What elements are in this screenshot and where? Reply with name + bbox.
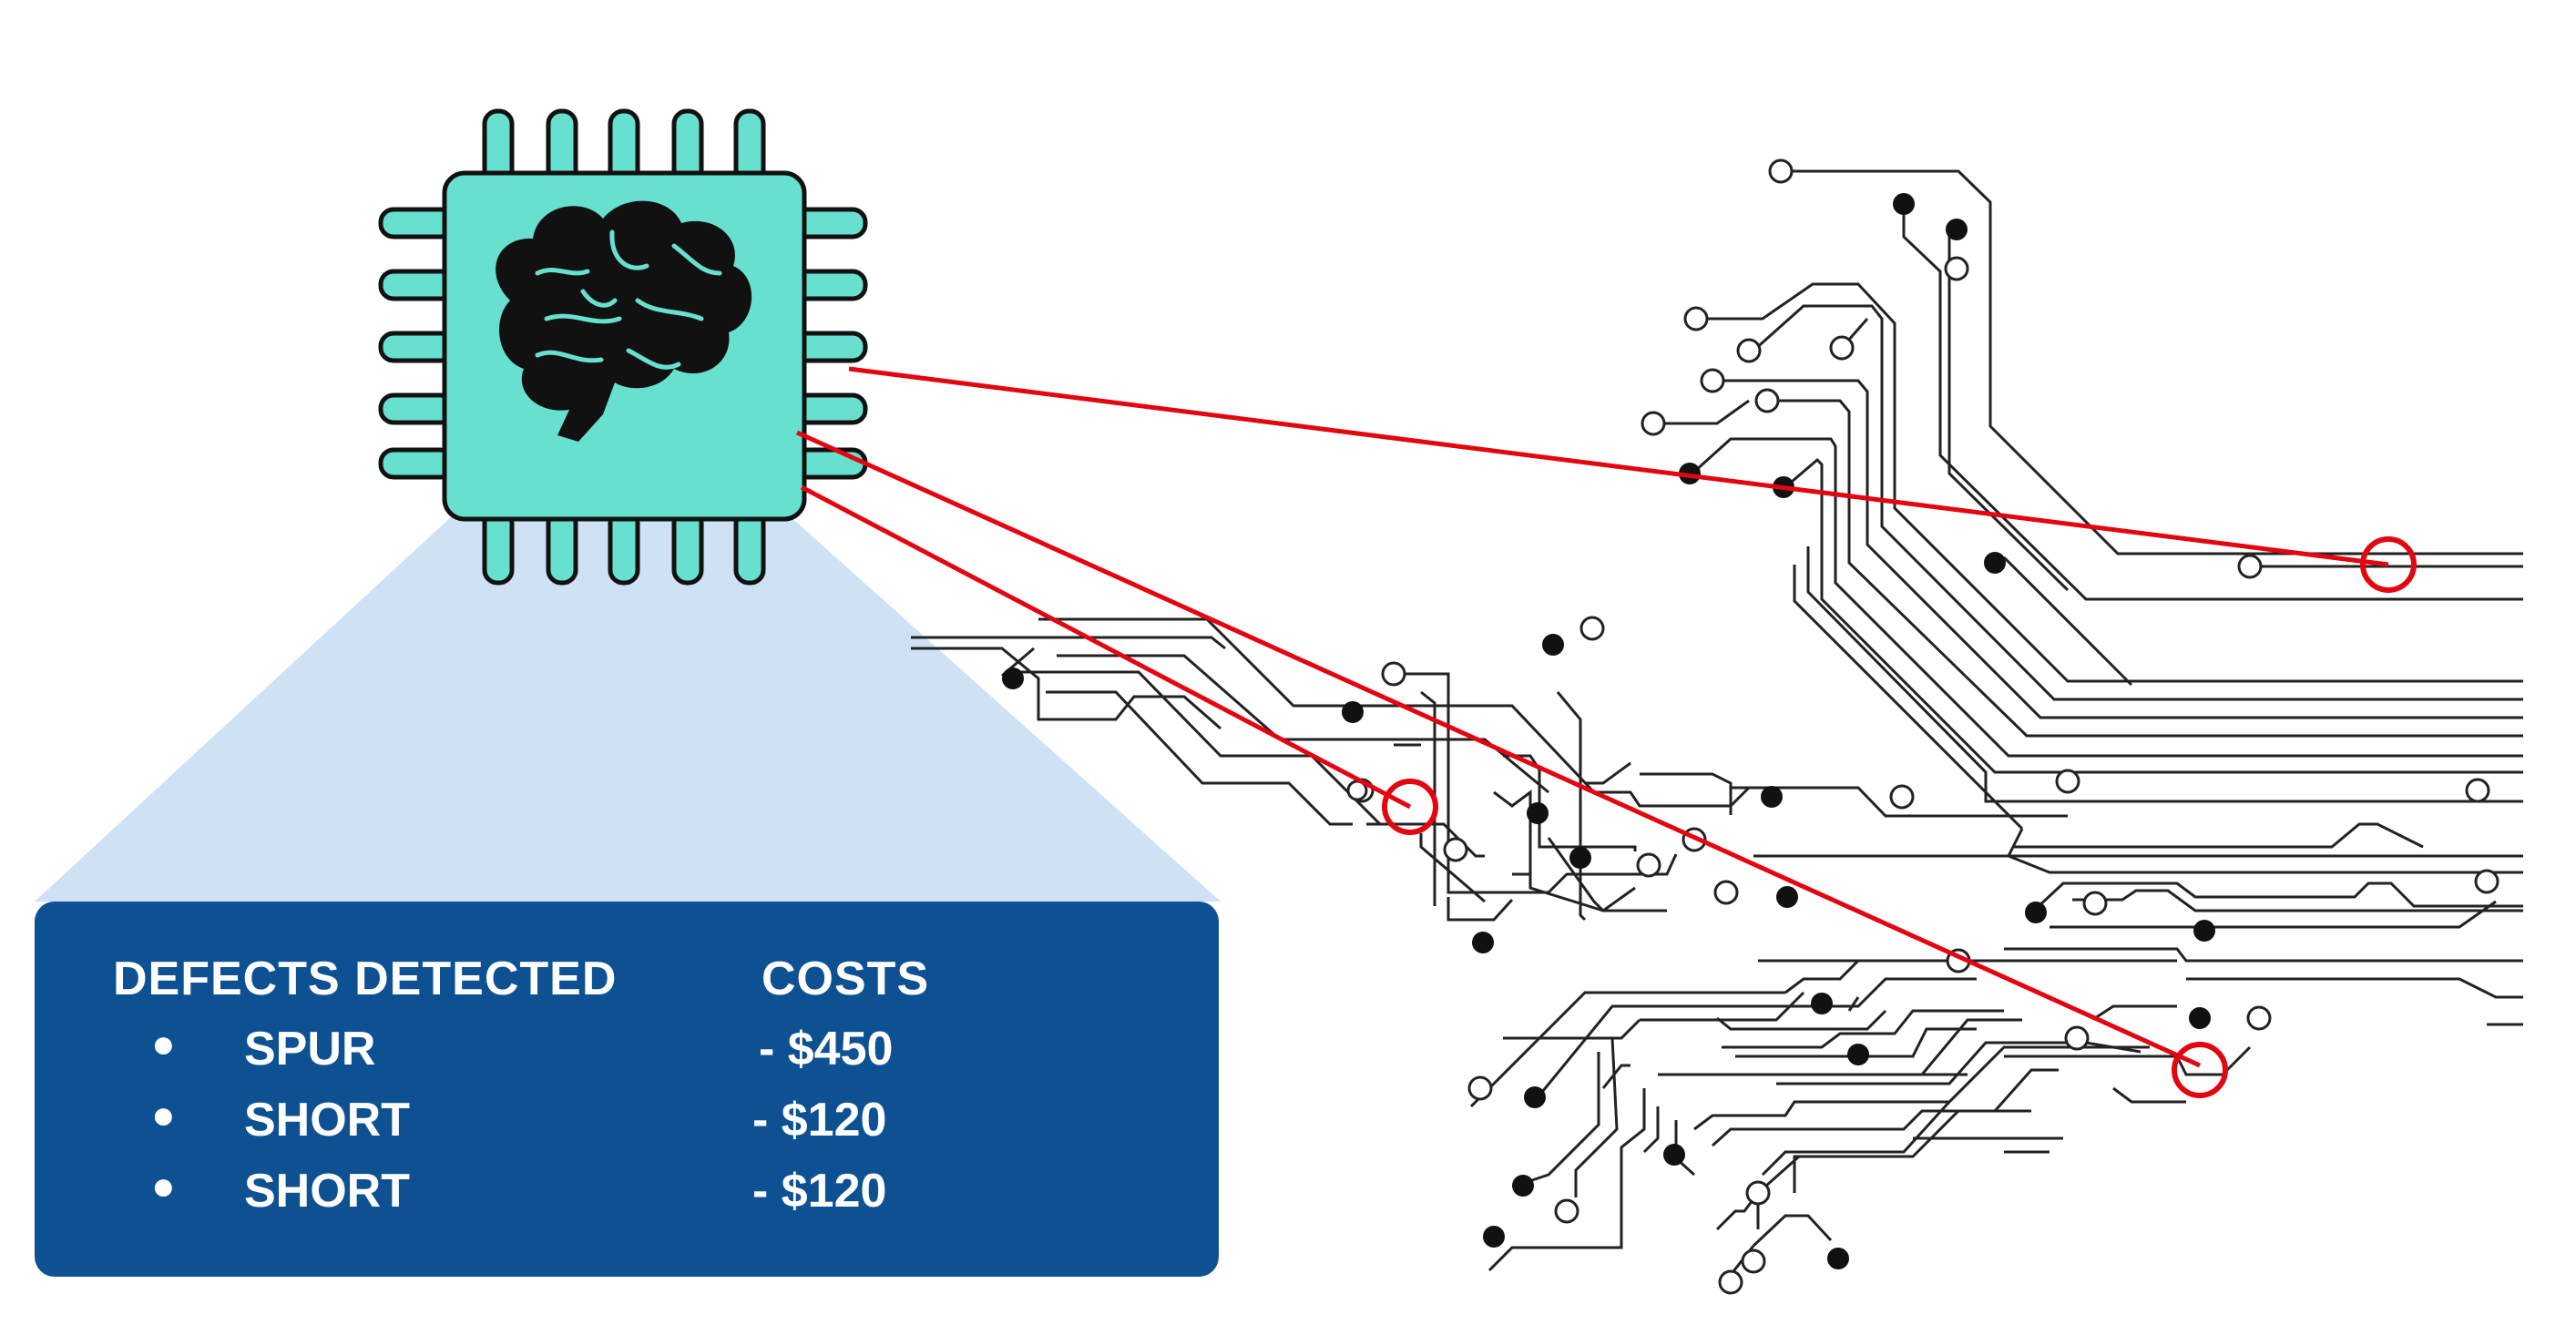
circuit-pads-solid — [1002, 193, 2215, 1269]
projection-cone — [35, 515, 1221, 902]
defect-markers — [1382, 536, 2417, 1098]
brain-icon — [496, 200, 752, 442]
circuit-pads-open — [1346, 158, 2499, 1295]
bullet: ● — [151, 1093, 176, 1137]
defect-connection-lines — [795, 366, 2389, 1068]
defect-row: ● SHORT - $120 — [35, 1164, 1219, 1235]
costs-header: COSTS — [762, 953, 930, 1005]
defect-cost: - $120 — [752, 1094, 887, 1146]
defect-name: SHORT — [244, 1165, 410, 1218]
defect-cost: - $450 — [759, 1023, 894, 1075]
defect-row: ● SPUR - $450 — [35, 1022, 1219, 1093]
defects-panel: DEFECTS DETECTED COSTS ● SPUR - $450 ● S… — [35, 902, 1219, 1277]
defect-marker-1 — [2360, 536, 2417, 593]
circuit-board — [911, 169, 2523, 1276]
defect-name: SHORT — [244, 1094, 410, 1146]
bullet: ● — [151, 1022, 176, 1066]
defect-cost: - $120 — [752, 1165, 887, 1218]
bullet: ● — [151, 1164, 176, 1208]
defects-header: DEFECTS DETECTED — [113, 953, 618, 1005]
defect-marker-2 — [1382, 779, 1438, 835]
defect-row: ● SHORT - $120 — [35, 1093, 1219, 1164]
defect-name: SPUR — [244, 1023, 376, 1075]
defect-marker-3 — [2172, 1042, 2228, 1098]
